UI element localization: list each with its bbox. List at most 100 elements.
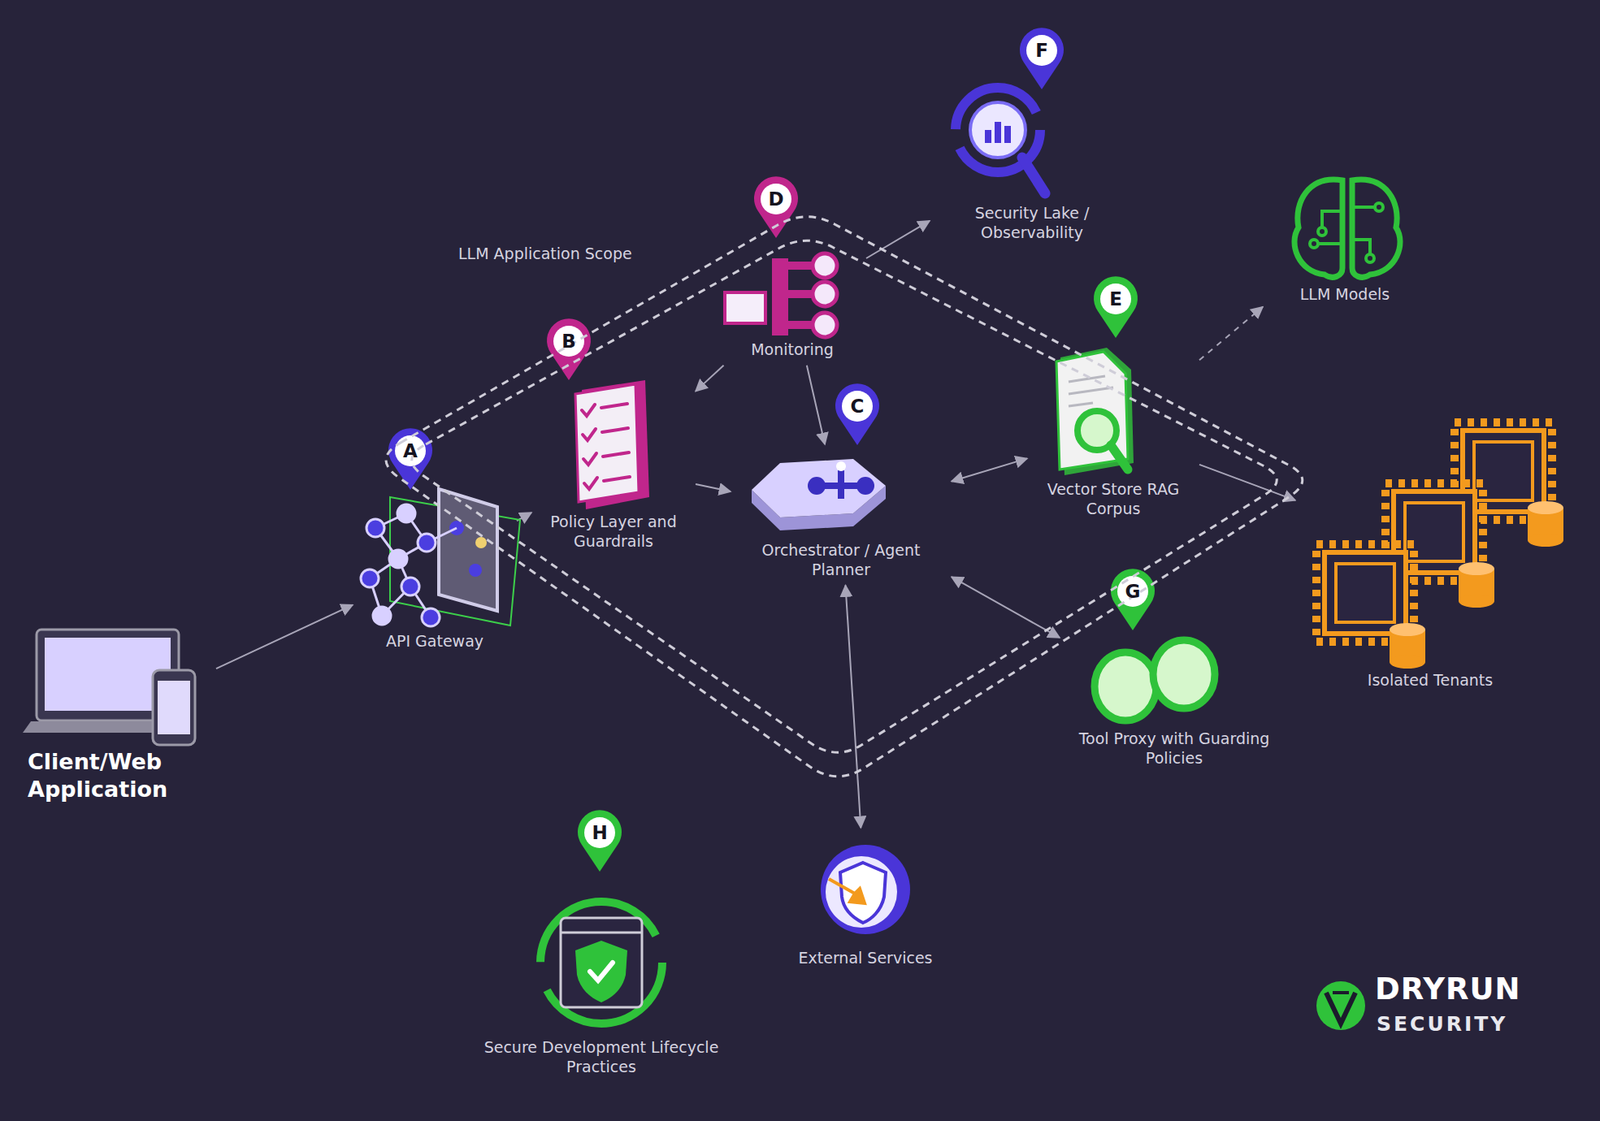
llm-brain-icon-part-part bbox=[1309, 239, 1319, 248]
policy-node: Policy Layer and Guardrails bbox=[536, 381, 691, 553]
policy-clipboard-icon-part-part bbox=[601, 403, 628, 408]
llm-brain-icon-part-part bbox=[1374, 203, 1384, 212]
policy-clipboard-icon-part bbox=[575, 384, 639, 503]
tenant-chip-icon-part bbox=[1527, 501, 1564, 515]
gateway-node: API Gateway bbox=[357, 481, 512, 653]
callout-pins-part bbox=[754, 176, 798, 239]
vector-store-icon bbox=[1056, 347, 1134, 476]
flow-arrow bbox=[866, 221, 930, 259]
flow-arrow bbox=[216, 605, 353, 670]
llm-brain-icon-part-part bbox=[1322, 211, 1343, 228]
callout-letter: H bbox=[584, 817, 616, 849]
logo-wordmark: DRYRUN bbox=[1374, 971, 1521, 1007]
policy-clipboard-icon-part-part bbox=[602, 452, 629, 457]
vector-store-icon-part bbox=[1068, 376, 1114, 407]
llm-brain-icon-part bbox=[1294, 179, 1343, 278]
monitoring-icon-part bbox=[812, 281, 837, 307]
monitoring-icon-part bbox=[788, 290, 815, 299]
api-gateway-icon bbox=[360, 489, 521, 627]
orchestrator-node: Orchestrator / Agent Planner bbox=[735, 449, 947, 582]
tool-proxy-node: Tool Proxy with Guarding Policies bbox=[1064, 635, 1284, 770]
monitoring-icon bbox=[724, 253, 837, 338]
api-gateway-icon-part bbox=[468, 563, 482, 577]
flow-arrow bbox=[806, 365, 825, 445]
monitoring-node: Monitoring bbox=[723, 243, 862, 361]
node-label: Isolated Tenants bbox=[1364, 670, 1496, 692]
client-node: Client/Web Application bbox=[24, 625, 212, 805]
policy-clipboard-icon-part-part bbox=[584, 477, 598, 490]
sdlc-icon-part bbox=[560, 932, 642, 935]
node-label: LLM Models bbox=[1296, 284, 1394, 306]
callout-letter: G bbox=[1117, 576, 1149, 608]
callout-letter: A bbox=[394, 435, 426, 467]
sdlc-icon bbox=[540, 901, 663, 1024]
external-services-icon-part bbox=[840, 862, 886, 924]
callout-pins-part bbox=[388, 428, 433, 490]
policy-clipboard-icon-part-part bbox=[582, 429, 596, 441]
tool-proxy-icon bbox=[1094, 640, 1215, 721]
phone-icon-part bbox=[152, 670, 196, 746]
vector-store-icon-part-part bbox=[1068, 387, 1114, 395]
tenant-chip-icon-part bbox=[1389, 623, 1426, 637]
orchestrator-icon-part bbox=[836, 461, 846, 472]
security-lake-icon bbox=[955, 87, 1045, 194]
node-label: Policy Layer and Guardrails bbox=[536, 511, 691, 553]
callout-pins-part bbox=[553, 325, 585, 357]
api-gateway-icon-part-part bbox=[401, 577, 420, 596]
logo-mark bbox=[1316, 981, 1366, 1031]
security-lake-icon-part bbox=[1022, 157, 1045, 194]
security-lake-icon-part bbox=[984, 130, 992, 144]
orchestrator-icon-part bbox=[807, 476, 826, 495]
tenants-node: Isolated Tenants bbox=[1300, 410, 1561, 692]
security-lake-icon-part bbox=[1004, 125, 1011, 144]
security-lake-icon-part bbox=[994, 121, 1002, 144]
callout-pins-part bbox=[1100, 283, 1132, 315]
vector-store-icon-part bbox=[1110, 445, 1128, 470]
node-label: Security Lake / Observability bbox=[934, 203, 1130, 244]
policy-clipboard-icon-part-part bbox=[581, 404, 595, 417]
callout-pins bbox=[388, 27, 1155, 872]
llm-brain-icon-part bbox=[1309, 203, 1384, 263]
callout-pins-part bbox=[1019, 27, 1064, 90]
flow-arrow bbox=[951, 458, 1028, 482]
api-gateway-icon-part-part bbox=[389, 550, 408, 569]
tenant-chip-icon bbox=[1316, 544, 1426, 669]
tenant-chip-icon-part bbox=[1324, 552, 1406, 634]
flow-arrow bbox=[1199, 464, 1296, 501]
llm-brain-icon-part-part bbox=[1318, 227, 1327, 236]
flow-arrow bbox=[695, 365, 725, 392]
sdlc-icon-part bbox=[575, 940, 628, 1003]
monitoring-icon-part bbox=[812, 253, 837, 278]
llm-models-node: LLM Models bbox=[1267, 170, 1423, 306]
callout-letter: D bbox=[760, 183, 792, 215]
orchestrator-icon-part bbox=[856, 476, 875, 495]
callout-pins-part bbox=[835, 383, 880, 446]
node-label: External Services bbox=[795, 948, 937, 970]
callout-pins-part bbox=[841, 390, 873, 422]
callout-pins-part bbox=[584, 817, 616, 849]
scope-dash-line bbox=[411, 240, 1278, 753]
tenant-chip-icon-part bbox=[1335, 563, 1395, 623]
flow-arrow bbox=[845, 585, 861, 829]
policy-clipboard-icon-part bbox=[581, 403, 630, 490]
sdlc-icon-part bbox=[589, 962, 613, 981]
policy-clipboard-icon bbox=[575, 380, 650, 510]
llm-brain-icon-part-part bbox=[1365, 254, 1375, 263]
monitoring-icon-part bbox=[812, 312, 837, 338]
callout-letter: B bbox=[553, 325, 585, 357]
callout-pins-part bbox=[546, 318, 591, 381]
sdlc-icon-part bbox=[560, 918, 642, 1008]
callout-pins-part bbox=[577, 810, 622, 872]
llm-brain-icon-part-part bbox=[1352, 205, 1375, 209]
node-label: Tool Proxy with Guarding Policies bbox=[1064, 728, 1284, 770]
policy-clipboard-icon-part-part bbox=[603, 476, 630, 482]
security-lake-node: Security Lake / Observability bbox=[934, 77, 1130, 244]
callout-letter: F bbox=[1026, 34, 1058, 66]
node-label: Monitoring bbox=[747, 339, 837, 361]
scope-region: LLM Application ScopeAPI GatewayPolicy L… bbox=[357, 195, 1333, 801]
external-services-icon-part bbox=[825, 856, 898, 928]
callout-pins-part bbox=[1093, 276, 1138, 339]
monitoring-icon-part bbox=[771, 258, 789, 336]
api-gateway-icon-part-part bbox=[397, 504, 416, 523]
flow-arrow bbox=[1199, 307, 1263, 361]
